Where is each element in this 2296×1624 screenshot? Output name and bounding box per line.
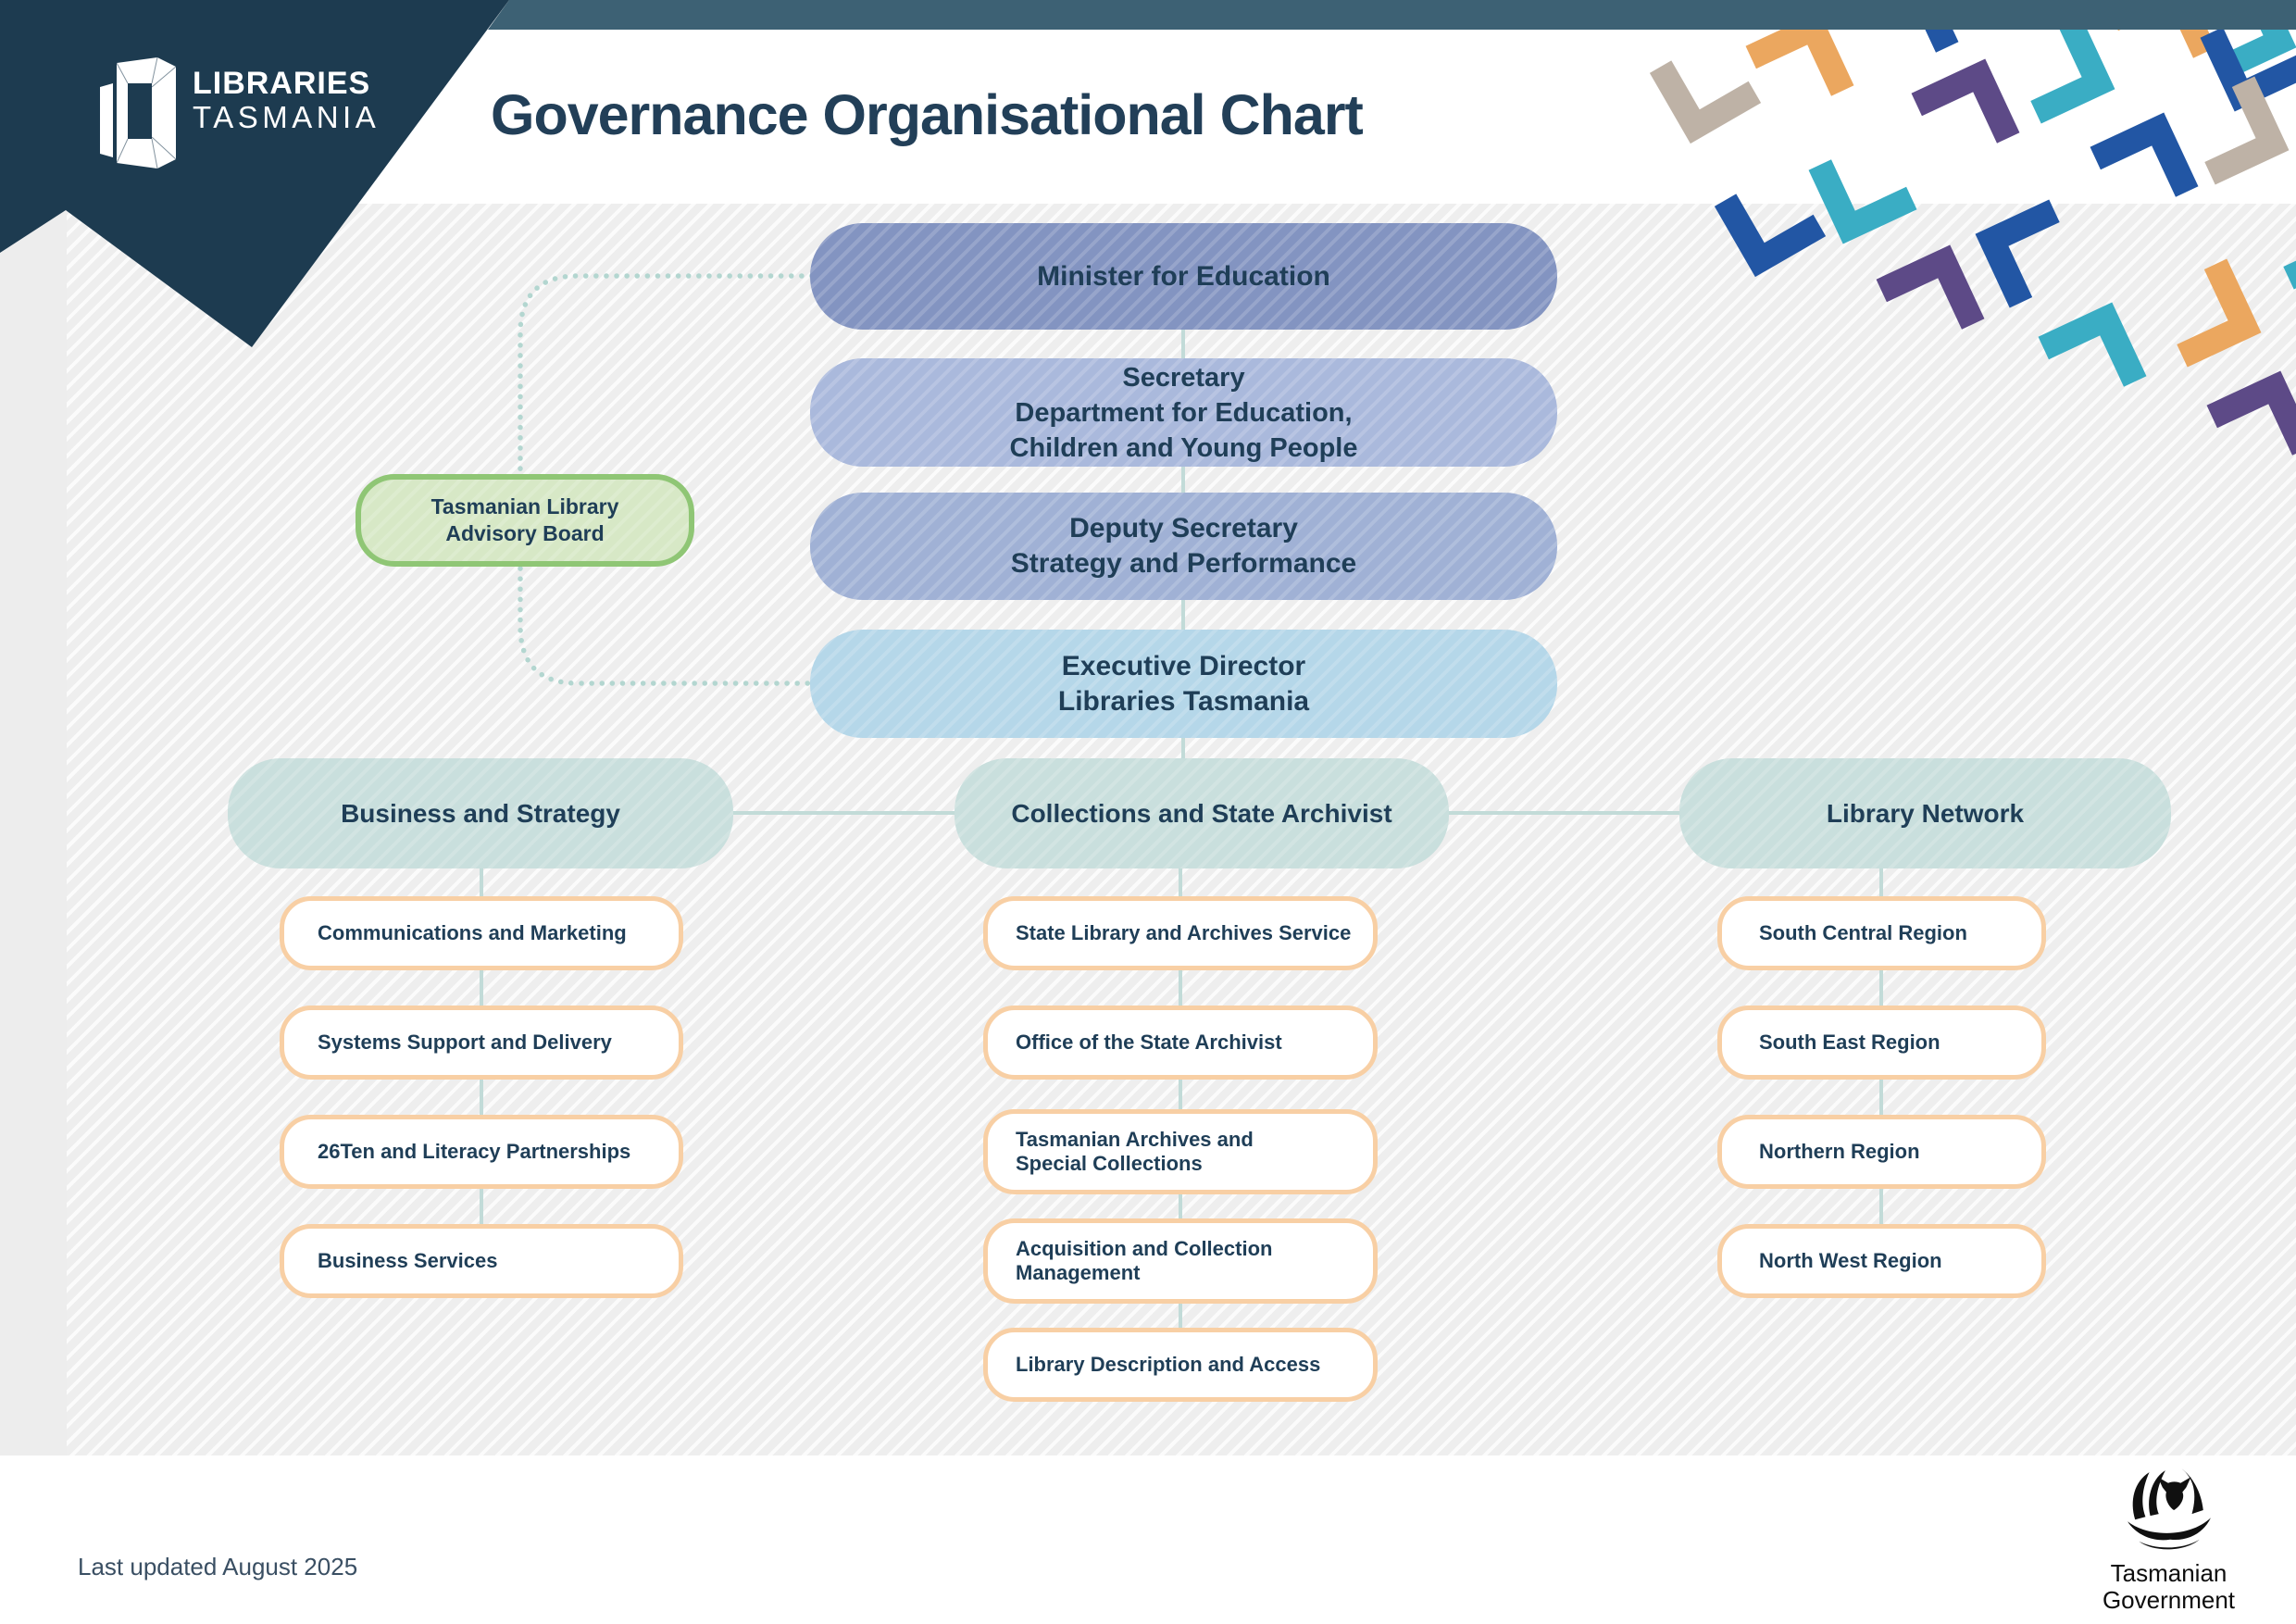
org-item-library-description-and-access: Library Description and Access (983, 1328, 1378, 1402)
org-item-communications-and-marketing: Communications and Marketing (280, 896, 683, 970)
tasmanian-government-logo: Tasmanian Government (2083, 1465, 2254, 1614)
org-item-business-services: Business Services (280, 1224, 683, 1298)
org-item-south-central-region: South Central Region (1717, 896, 2046, 970)
open-book-icon (100, 56, 177, 169)
org-item-label: Business Services (318, 1249, 498, 1272)
branch-header-label: Collections and State Archivist (1011, 798, 1392, 828)
decorative-l-shape (2030, 15, 2115, 124)
branch-header-label: Library Network (1826, 798, 2025, 828)
org-box-minister-label: Minister for Education (1037, 260, 1330, 292)
libraries-tasmania-wordmark: LIBRARIES TASMANIA (193, 67, 380, 133)
org-box-secretary-label: Secretary Department for Education, Chil… (1009, 362, 1358, 463)
brand-line-2: TASMANIA (193, 99, 381, 134)
branch-header-library-network: Library Network (1679, 758, 2171, 868)
decorative-l-shape (2200, 27, 2296, 112)
org-item-label: Office of the State Archivist (1016, 1031, 1282, 1054)
org-item-north-west-region: North West Region (1717, 1224, 2046, 1298)
org-box-executive-director: Executive Director Libraries Tasmania (810, 630, 1557, 738)
branch-header-business-and-strategy: Business and Strategy (228, 758, 733, 868)
org-item-tasmanian-archives-and-special-collections: Tasmanian Archives and Special Collectio… (983, 1109, 1378, 1194)
org-box-secretary: Secretary Department for Education, Chil… (810, 358, 1557, 467)
brand-line-1: LIBRARIES (193, 66, 371, 101)
org-box-executive-director-label: Executive Director Libraries Tasmania (1057, 650, 1310, 717)
footer-band (0, 1455, 2296, 1624)
decorative-l-shape (1649, 60, 1762, 144)
decorative-l-shape (2212, 0, 2296, 82)
org-box-minister: Minister for Education (810, 223, 1557, 330)
org-item-south-east-region: South East Region (1717, 1006, 2046, 1080)
org-item-label: South East Region (1759, 1031, 1940, 1054)
government-logo-text: Tasmanian Government (2102, 1559, 2236, 1614)
org-item-office-of-the-state-archivist: Office of the State Archivist (983, 1006, 1378, 1080)
org-item-label: Acquisition and Collection Management (1016, 1237, 1273, 1284)
org-item-acquisition-and-collection-management: Acquisition and Collection Management (983, 1218, 1378, 1304)
org-item-label: South Central Region (1759, 921, 1967, 944)
org-box-deputy-secretary-label: Deputy Secretary Strategy and Performanc… (1010, 513, 1357, 579)
branch-header-collections-and-state-archivist: Collections and State Archivist (955, 758, 1449, 868)
thylacine-emblem-icon (2127, 1468, 2211, 1550)
org-item-label: Systems Support and Delivery (318, 1031, 612, 1054)
decorative-l-shape (1745, 11, 1854, 96)
decorative-l-shape (2107, 0, 2216, 58)
decorative-l-shape (1850, 0, 1959, 53)
org-item-northern-region: Northern Region (1717, 1115, 2046, 1189)
last-updated-text: Last updated August 2025 (78, 1553, 358, 1580)
org-item-state-library-and-archives-service: State Library and Archives Service (983, 896, 1378, 970)
decorative-l-shape (1911, 58, 2020, 144)
org-item-label: Northern Region (1759, 1140, 1920, 1163)
org-item-label: 26Ten and Literacy Partnerships (318, 1140, 631, 1163)
branch-header-label: Business and Strategy (341, 798, 620, 828)
org-item-label: North West Region (1759, 1249, 1942, 1272)
org-item-label: Communications and Marketing (318, 921, 627, 944)
org-item-label: State Library and Archives Service (1016, 921, 1352, 944)
org-item-26ten-and-literacy-partnerships: 26Ten and Literacy Partnerships (280, 1115, 683, 1189)
org-box-deputy-secretary: Deputy Secretary Strategy and Performanc… (810, 493, 1557, 600)
org-item-label: Library Description and Access (1016, 1353, 1321, 1376)
org-box-advisory-board: Tasmanian Library Advisory Board (356, 474, 694, 567)
page-title: Governance Organisational Chart (491, 83, 1364, 146)
left-margin-strip (0, 204, 67, 1455)
decorative-l-shape (2204, 76, 2290, 185)
org-item-label: Tasmanian Archives and Special Collectio… (1016, 1128, 1254, 1175)
org-box-advisory-board-label: Tasmanian Library Advisory Board (430, 494, 619, 545)
top-steel-bar (488, 0, 2296, 30)
org-item-systems-support-and-delivery: Systems Support and Delivery (280, 1006, 683, 1080)
